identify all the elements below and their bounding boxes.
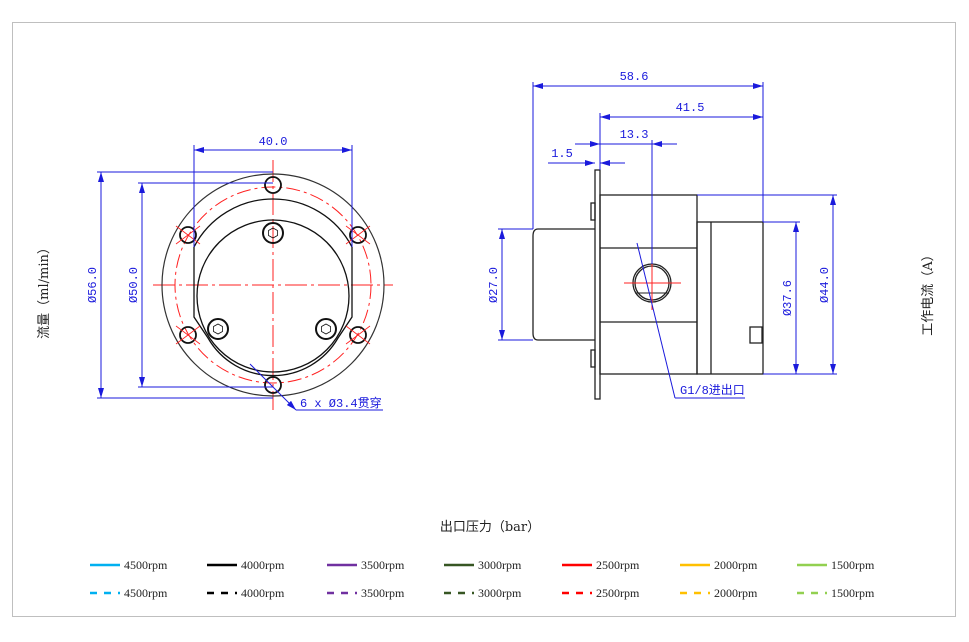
- port-note: G1/8进出口: [680, 383, 745, 398]
- connector: [749, 326, 763, 344]
- body-outline: [193, 198, 353, 377]
- legend-item-dashed-3500rpm: 3500rpm: [327, 586, 405, 600]
- main-block: [599, 194, 698, 375]
- dim-flange-thickness: 1.5: [551, 147, 573, 161]
- dim-body-dia: Ø44.0: [818, 267, 832, 303]
- legend: 4500rpm 4000rpm 3500rpm 3000rpm 2500rpm 2000r…: [90, 558, 875, 600]
- legend-item-solid-4000rpm: 4000rpm: [207, 558, 285, 572]
- dim-motor-dia: Ø37.6: [781, 280, 795, 316]
- legend-label: 4000rpm: [241, 558, 285, 572]
- legend-label: 3000rpm: [478, 558, 522, 572]
- legend-label: 1500rpm: [831, 586, 875, 600]
- legend-label: 4000rpm: [241, 586, 285, 600]
- legend-label: 4500rpm: [124, 558, 168, 572]
- center-lines: [153, 160, 393, 410]
- legend-item-dashed-1500rpm: 1500rpm: [797, 586, 875, 600]
- legend-item-dashed-3000rpm: 3000rpm: [444, 586, 522, 600]
- dim-outer-dia: Ø56.0: [86, 267, 100, 303]
- side-dimensions: [498, 82, 837, 399]
- x-axis-label: 出口压力（bar）: [440, 520, 540, 535]
- holes-note: 6 x Ø3.4贯穿: [300, 395, 382, 411]
- side-view: [532, 169, 764, 400]
- front-dimensions: [97, 145, 383, 411]
- legend-label: 4500rpm: [124, 586, 168, 600]
- dim-overall-length: 58.6: [620, 70, 649, 84]
- motor: [696, 221, 764, 375]
- legend-item-solid-3000rpm: 3000rpm: [444, 558, 522, 572]
- legend-label: 3500rpm: [361, 586, 405, 600]
- chart-frame: [12, 22, 956, 617]
- legend-label: 2000rpm: [714, 586, 758, 600]
- inner-circle: [196, 219, 350, 373]
- outer-flange: [161, 173, 385, 397]
- screws: [207, 222, 337, 340]
- legend-label: 2000rpm: [714, 558, 758, 572]
- legend-label: 3500rpm: [361, 558, 405, 572]
- bolt-circle: [174, 186, 372, 384]
- dim-body-length: 41.5: [676, 101, 705, 115]
- y-axis-left-label: 流量（ml/min）: [37, 241, 52, 339]
- y-axis-right-label: 工作电流（A）: [921, 248, 936, 335]
- dim-port-offset: 13.3: [620, 128, 649, 142]
- legend-item-solid-3500rpm: 3500rpm: [327, 558, 405, 572]
- legend-item-dashed-2000rpm: 2000rpm: [680, 586, 758, 600]
- legend-label: 1500rpm: [831, 558, 875, 572]
- mount-holes: [179, 176, 367, 394]
- flange-plate: [594, 169, 601, 400]
- dim-cylinder-dia: Ø27.0: [487, 267, 501, 303]
- legend-item-dashed-4000rpm: 4000rpm: [207, 586, 285, 600]
- dim-width: 40.0: [259, 135, 288, 149]
- legend-item-dashed-2500rpm: 2500rpm: [562, 586, 640, 600]
- legend-item-solid-4500rpm: 4500rpm: [90, 558, 168, 572]
- legend-label: 2500rpm: [596, 558, 640, 572]
- front-view: 40.0 Ø56.0 Ø50.0 6 x Ø3.4贯穿: [86, 135, 393, 411]
- legend-item-solid-2000rpm: 2000rpm: [680, 558, 758, 572]
- legend-item-solid-2500rpm: 2500rpm: [562, 558, 640, 572]
- dim-bolt-circle: Ø50.0: [127, 267, 141, 303]
- legend-label: 2500rpm: [596, 586, 640, 600]
- legend-label: 3000rpm: [478, 586, 522, 600]
- legend-item-dashed-4500rpm: 4500rpm: [90, 586, 168, 600]
- pump-cylinder: [532, 228, 595, 341]
- legend-item-solid-1500rpm: 1500rpm: [797, 558, 875, 572]
